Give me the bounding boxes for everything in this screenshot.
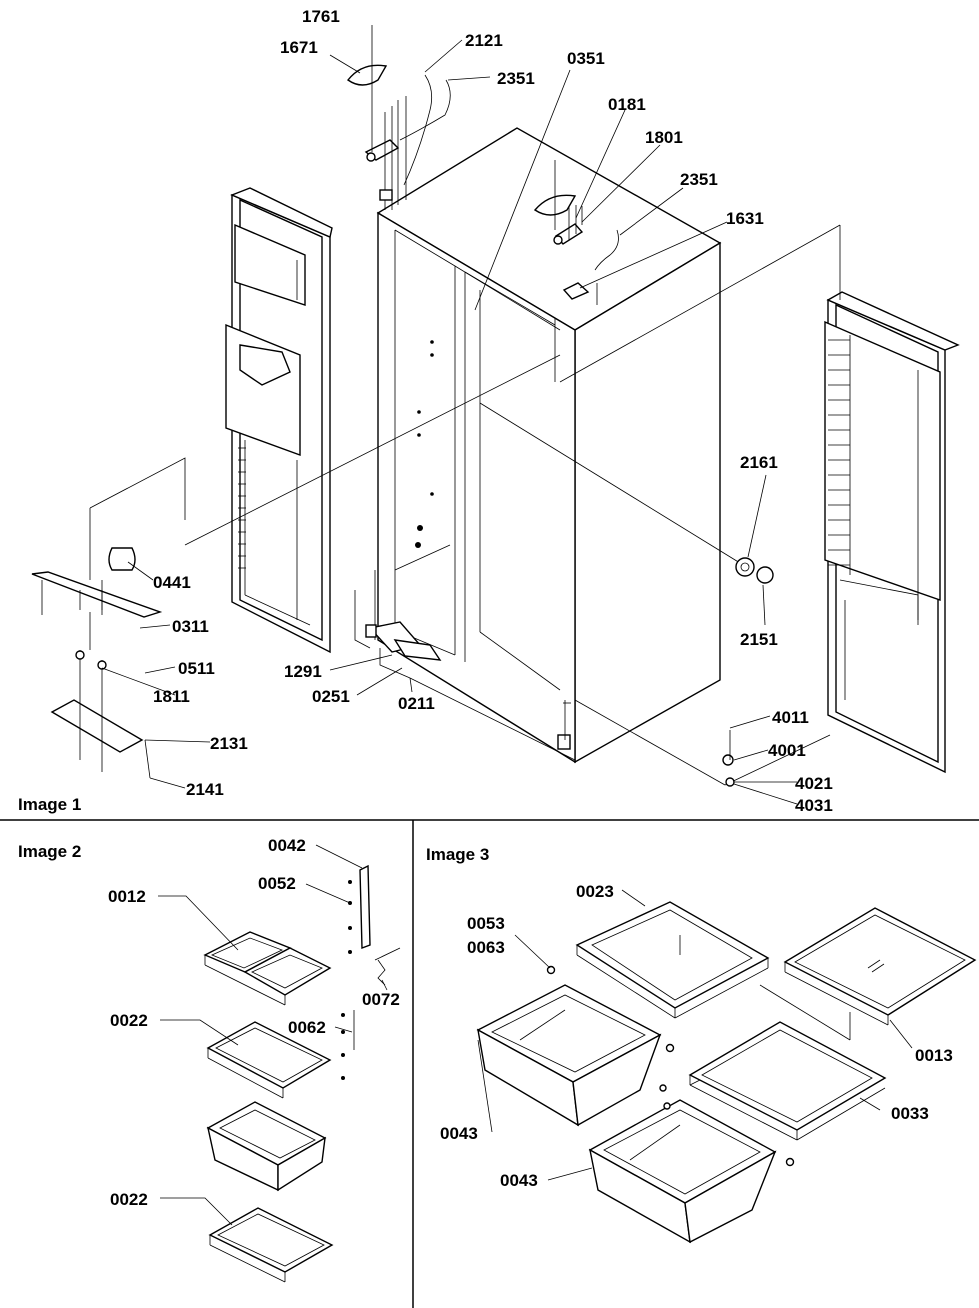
shelf-0022-lower	[208, 1207, 334, 1283]
panel-title-image-3: Image 3	[426, 845, 489, 864]
door-closer-parts	[722, 557, 774, 787]
callout-0251: 0251	[312, 687, 350, 706]
crisper-drawer-upper	[476, 984, 662, 1127]
panel-titles: Image 1 Image 2 Image 3	[18, 795, 489, 864]
bottom-hinge-left	[354, 570, 442, 679]
callout-0043-lower: 0043	[500, 1171, 538, 1190]
callout-2151: 2151	[740, 630, 778, 649]
callout-0022-upper: 0022	[110, 1011, 148, 1030]
callout-0013: 0013	[915, 1046, 953, 1065]
screw-drawer-upper	[659, 1084, 667, 1092]
bottom-hinge-right	[557, 700, 571, 750]
callout-1291: 1291	[284, 662, 322, 681]
callout-4011: 4011	[772, 708, 809, 727]
refrigerator-cabinet	[376, 127, 722, 764]
callout-0043-upper: 0043	[440, 1124, 478, 1143]
callout-4031: 4031	[795, 796, 833, 815]
image-1-drawing	[31, 25, 960, 805]
callout-1801: 1801	[645, 128, 683, 147]
half-shelves	[203, 931, 332, 1006]
dispenser-parts	[31, 457, 186, 779]
panel-title-image-2: Image 2	[18, 842, 81, 861]
callout-1811: 1811	[153, 687, 190, 706]
callout-0053: 0053	[467, 914, 505, 933]
callout-0023: 0023	[576, 882, 614, 901]
callout-0211: 0211	[398, 694, 435, 713]
image-3-drawing	[476, 889, 977, 1244]
callout-2131: 2131	[210, 734, 248, 753]
callout-0441: 0441	[153, 573, 191, 592]
callout-0033: 0033	[891, 1104, 929, 1123]
screw-right-lower	[785, 1157, 795, 1167]
callout-1761: 1761	[302, 7, 340, 26]
storage-pan	[206, 1101, 327, 1192]
callout-0351: 0351	[567, 49, 605, 68]
callout-4021: 4021	[795, 774, 833, 793]
shelf-0022-upper	[206, 1021, 332, 1099]
callout-1631: 1631	[726, 209, 764, 228]
leader-lines-image-3	[477, 889, 913, 1181]
leader-lines-image-1	[101, 25, 798, 805]
crisper-cover-frame	[575, 901, 770, 1019]
shelf-rails	[341, 864, 401, 1080]
freezer-door	[225, 187, 333, 654]
callout-0072: 0072	[362, 990, 400, 1009]
callout-2141: 2141	[186, 780, 224, 799]
callout-0022-lower: 0022	[110, 1190, 148, 1209]
image-2-drawing	[158, 844, 401, 1283]
callout-0052: 0052	[258, 874, 296, 893]
leader-lines-image-2	[158, 844, 388, 1226]
callout-0062: 0062	[288, 1018, 326, 1037]
panel-title-image-1: Image 1	[18, 795, 81, 814]
crisper-drawer-lower	[588, 1099, 777, 1244]
callout-2121: 2121	[465, 31, 503, 50]
callout-2351-left: 2351	[497, 69, 535, 88]
callouts-image-3: 0023 0053 0063 0013 0043 0033 0043	[440, 882, 953, 1190]
crisper-glass-shelf	[688, 1021, 887, 1141]
callout-0012: 0012	[108, 887, 146, 906]
callout-0042: 0042	[268, 836, 306, 855]
top-hinge-left	[346, 36, 451, 210]
assembly-lines-image-3	[689, 984, 851, 1086]
callout-0181: 0181	[608, 95, 646, 114]
callout-0311: 0311	[172, 617, 209, 636]
screw-0053	[546, 965, 556, 975]
callout-0063: 0063	[467, 938, 505, 957]
callout-1671: 1671	[280, 38, 318, 57]
assembly-lines	[184, 224, 841, 786]
callout-2161: 2161	[740, 453, 778, 472]
glass-shelf	[783, 907, 977, 1026]
screw-drawer-lower	[663, 1102, 671, 1110]
callouts-image-2: 0042 0052 0012 0072 0022 0062 0022	[108, 836, 400, 1209]
callout-0511: 0511	[178, 659, 215, 678]
fresh-food-door	[824, 291, 960, 774]
callout-4001: 4001	[768, 741, 806, 760]
callouts-image-1: 1761 1671 2121 2351 0351 0181 1801 2351 …	[153, 7, 833, 815]
screw-right-upper	[665, 1043, 675, 1053]
callout-2351-right: 2351	[680, 170, 718, 189]
